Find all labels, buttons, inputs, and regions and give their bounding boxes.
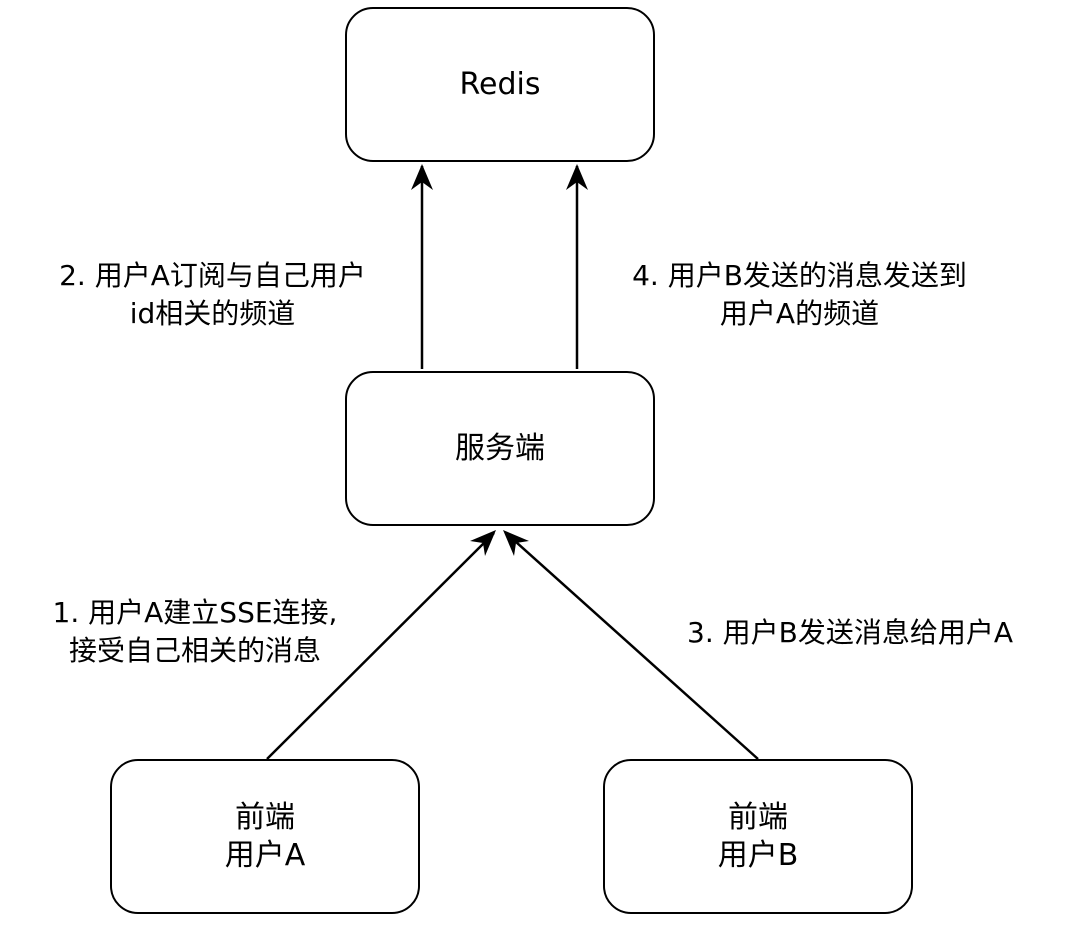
frontend-user-a-node: 前端 用户A [110,759,420,914]
server-node: 服务端 [345,371,655,526]
step-4-label-line2: 用户A的频道 [719,297,880,330]
redis-node: Redis [345,7,655,162]
arrow-frontend-b-to-server-step-3 [503,530,759,760]
step-1-label: 1. 用户A建立SSE连接, 接受自己相关的消息 [15,594,375,670]
redis-label: Redis [459,66,541,102]
server-label: 服务端 [455,430,545,466]
frontend-user-b-node: 前端 用户B [603,759,913,914]
step-4-label-line1: 4. 用户B发送的消息发送到 [632,259,967,292]
frontend-user-b-label-line2: 用户B [717,837,799,873]
step-3-label: 3. 用户B发送消息给用户A [660,614,1040,652]
step-1-label-line1: 1. 用户A建立SSE连接, [52,596,338,629]
arrow-frontend-a-to-server-step-1 [266,530,496,760]
frontend-user-a-label-line1: 前端 [235,799,295,835]
step-2-label-line1: 2. 用户A订阅与自己用户 [59,259,366,292]
step-2-label: 2. 用户A订阅与自己用户 id相关的频道 [25,257,400,333]
step-2-label-line2: id相关的频道 [129,297,296,330]
step-4-label: 4. 用户B发送的消息发送到 用户A的频道 [607,257,992,333]
frontend-user-b-label-line1: 前端 [728,799,788,835]
frontend-user-a-label-line2: 用户A [224,837,306,873]
arrow-server-to-redis-step-4 [566,164,588,369]
step-3-label-line1: 3. 用户B发送消息给用户A [687,616,1013,649]
arrow-server-to-redis-step-2 [411,164,433,369]
step-1-label-line2: 接受自己相关的消息 [68,634,321,667]
